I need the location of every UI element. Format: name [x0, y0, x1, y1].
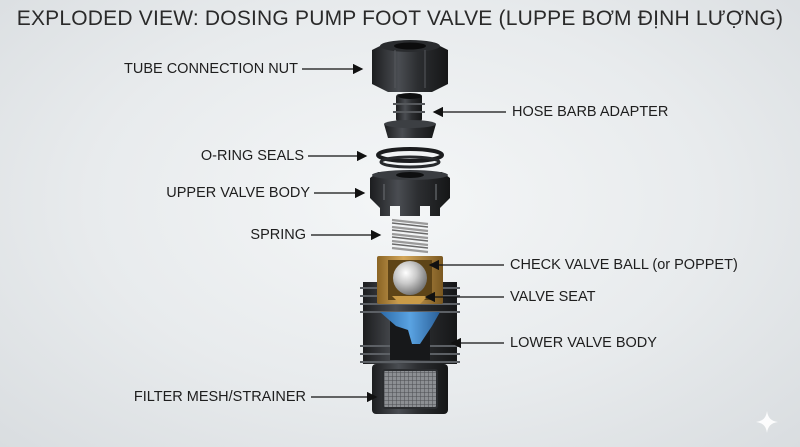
label-o-ring-seals: O-RING SEALS	[200, 148, 304, 164]
label-valve-seat: VALVE SEAT	[510, 289, 596, 305]
label-upper-valve-body: UPPER VALVE BODY	[166, 185, 310, 201]
check-valve-ball	[393, 261, 427, 295]
label-check-valve-ball: CHECK VALVE BALL (or POPPET)	[510, 257, 738, 273]
blue-seal	[380, 312, 440, 344]
label-hose-barb-adapter: HOSE BARB ADAPTER	[512, 104, 669, 120]
upper-valve-body	[370, 170, 450, 216]
sparkle-icon	[756, 411, 778, 433]
diagram-title: EXPLODED VIEW: DOSING PUMP FOOT VALVE (L…	[16, 7, 784, 30]
label-lower-valve-body: LOWER VALVE BODY	[510, 335, 657, 351]
label-filter-mesh: FILTER MESH/STRAINER	[133, 389, 306, 405]
spring	[391, 218, 429, 254]
tube-connection-nut	[372, 40, 448, 92]
label-tube-connection-nut: TUBE CONNECTION NUT	[124, 61, 298, 77]
filter-mesh	[382, 369, 438, 409]
leader-lines	[302, 63, 506, 403]
label-spring: SPRING	[250, 227, 306, 243]
valve-seat	[392, 296, 428, 304]
hose-barb-adapter	[384, 93, 436, 138]
o-ring-seals	[376, 147, 444, 169]
